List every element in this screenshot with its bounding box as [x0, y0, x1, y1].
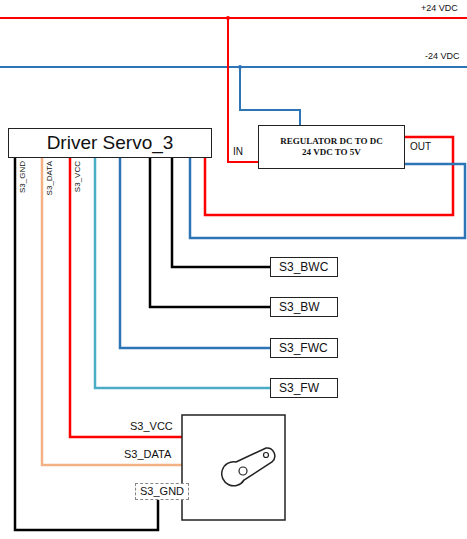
bus-label: -24 VDC	[425, 51, 460, 61]
pin-label: S3_GND	[18, 161, 27, 193]
servo-horn	[222, 448, 275, 486]
signal-box: S3_FW	[270, 378, 338, 398]
wire-connector	[172, 158, 270, 267]
signal-box: S3_BWC	[270, 257, 338, 277]
port-label: OUT	[410, 141, 431, 153]
pin-label: S3_VCC	[73, 161, 82, 192]
signal-box: S3_BW	[270, 297, 338, 317]
node-text: S3_FW	[279, 381, 319, 395]
wire-connector	[150, 158, 270, 307]
wire-label: S3_VCC	[130, 420, 173, 433]
wire-connector	[95, 158, 270, 388]
wire-connector	[190, 158, 465, 238]
data-wire	[42, 158, 182, 465]
node-text: S3_BWC	[279, 260, 328, 274]
driver-box: Driver Servo_3	[8, 128, 212, 158]
node-text: REGULATOR DC TO DC 24 VDC TO 5V	[276, 136, 388, 158]
wire-connector	[205, 137, 453, 215]
minus-bus	[0, 66, 467, 68]
pin-label: S3_DATA	[45, 161, 54, 195]
signal-box: S3_FWC	[270, 338, 338, 358]
wire-connector	[15, 158, 158, 530]
supply-wire	[240, 67, 300, 125]
junction-dot	[238, 65, 242, 69]
servo-shaft	[239, 467, 247, 475]
node-text: S3_GND	[140, 485, 184, 497]
supply-wire	[228, 18, 258, 162]
junction-dot	[226, 16, 230, 20]
regulator-box: REGULATOR DC TO DC 24 VDC TO 5V	[258, 125, 405, 169]
node-text: S3_BW	[279, 300, 320, 314]
node-text: Driver Servo_3	[47, 132, 174, 154]
vcc-wire	[70, 158, 182, 437]
wire-label: S3_DATA	[124, 448, 171, 461]
port-label: IN	[233, 146, 243, 158]
servo-body	[182, 415, 285, 520]
plus-bus	[0, 17, 467, 19]
node-text: S3_FWC	[279, 341, 328, 355]
horn-hole	[264, 453, 269, 458]
bus-label: +24 VDC	[421, 3, 458, 13]
ground-pin-box: S3_GND	[135, 483, 189, 500]
wire-connector	[120, 158, 270, 348]
